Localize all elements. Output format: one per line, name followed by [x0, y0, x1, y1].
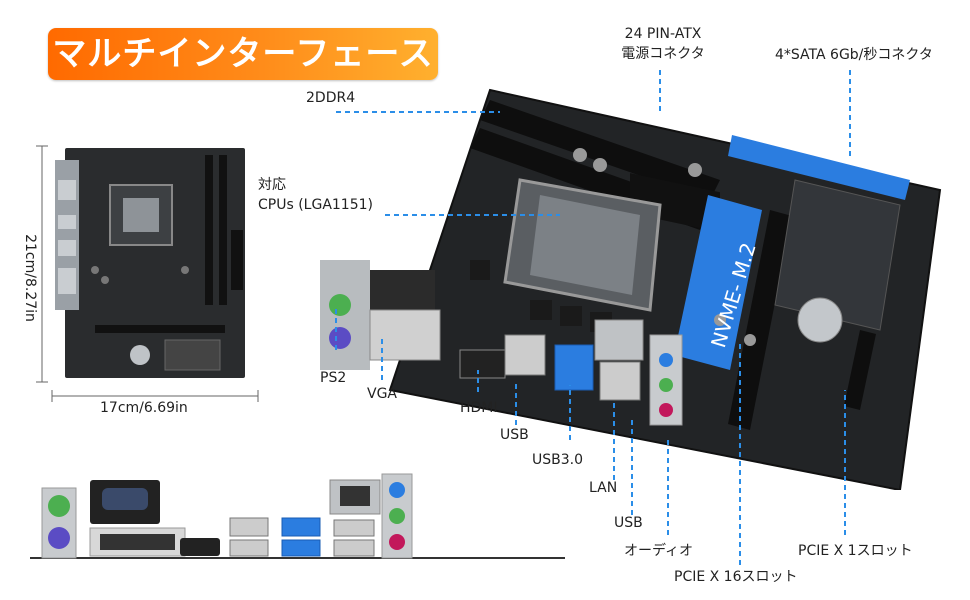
callout-cpu: 対応 CPUs (LGA1151): [258, 175, 373, 215]
motherboard-render: [320, 88, 942, 490]
callout-cpu-line2: CPUs (LGA1151): [258, 197, 373, 213]
callout-sata: 4*SATA 6Gb/秒コネクタ: [775, 47, 933, 63]
rear-io-panel: [30, 473, 565, 559]
dimension-width-label: 17cm/6.69in: [100, 400, 188, 416]
dimension-lines: [36, 145, 259, 402]
callout-usb3: USB3.0: [532, 452, 584, 468]
callout-lan: LAN: [589, 480, 618, 496]
callout-atx-line1: 24 PIN-ATX: [624, 26, 702, 42]
callout-pcie16: PCIE X 16スロット: [674, 569, 798, 585]
callout-cpu-line1: 対応: [258, 177, 286, 193]
callout-audio: オーディオ: [624, 543, 694, 559]
callout-ddr: 2DDR4: [306, 90, 356, 106]
callout-ps2: PS2: [320, 370, 347, 386]
callout-vga: VGA: [367, 386, 398, 402]
thumbnail-graphic: [55, 148, 245, 378]
callout-atx-line2: 電源コネクタ: [621, 46, 705, 62]
callout-usb-front: USB: [500, 427, 529, 443]
title-banner: マルチインターフェース: [48, 28, 438, 80]
board-thumbnail: [55, 140, 255, 390]
callout-atx: 24 PIN-ATX 電源コネクタ: [608, 24, 718, 64]
callout-usb-rear: USB: [614, 515, 643, 531]
callout-hdmi: HDMI: [460, 400, 498, 416]
callout-pcie1: PCIE X 1スロット: [798, 543, 913, 559]
